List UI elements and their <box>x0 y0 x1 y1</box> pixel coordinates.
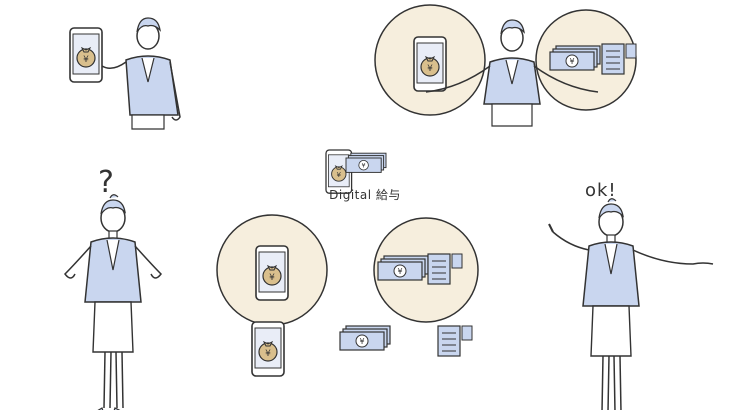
woman-ok <box>582 197 640 410</box>
bubble-money <box>535 9 637 111</box>
card-icon-small <box>437 325 473 357</box>
bubble-phone <box>374 4 486 116</box>
woman-presenting <box>425 19 599 127</box>
phone-icon <box>255 245 289 301</box>
caption-digital-salary: Digital 給与 <box>329 188 401 202</box>
ok-exclamation: ok! <box>585 180 617 201</box>
phone-icon <box>413 36 447 92</box>
phone-icon-small <box>251 321 285 377</box>
question-mark: ? <box>98 165 114 200</box>
woman-thinking <box>84 193 142 410</box>
yen-notes-icon <box>377 255 429 281</box>
yen-notes-icon-small <box>339 325 391 351</box>
phone-icon <box>69 27 103 83</box>
yen-notes-icon <box>549 45 601 71</box>
bubble-money-bottom <box>373 217 479 323</box>
bubble-phone-bottom <box>216 214 328 326</box>
woman-holding-tablet <box>101 17 181 130</box>
